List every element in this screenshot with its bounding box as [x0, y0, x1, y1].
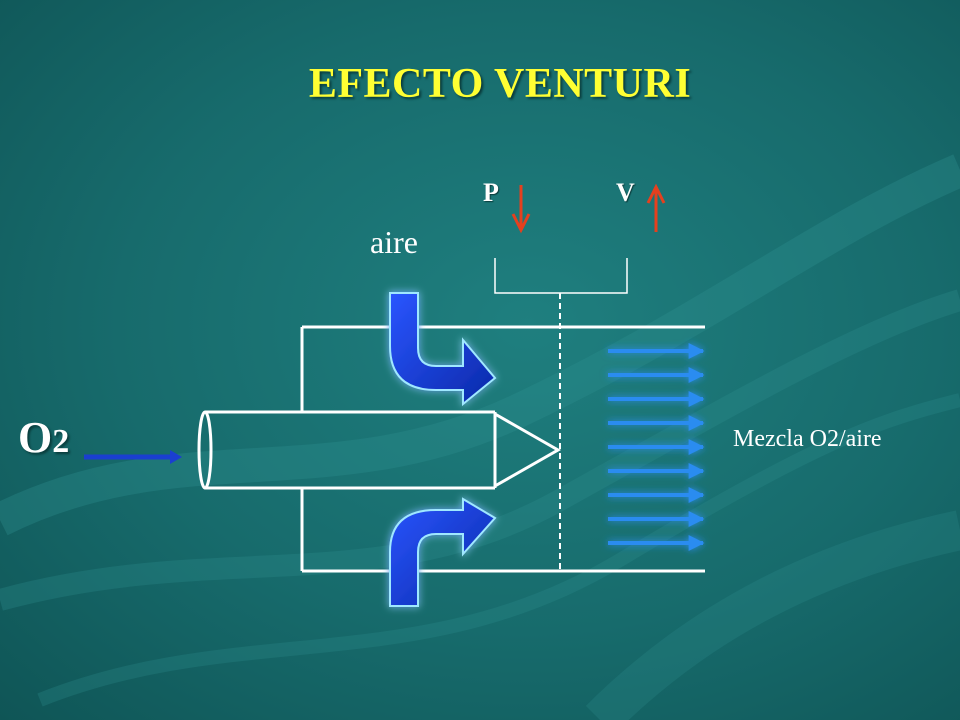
velocity-up-arrow-icon — [646, 183, 666, 232]
constriction-bracket — [494, 258, 628, 294]
velocity-label: V — [616, 178, 635, 207]
air-label: aire — [370, 224, 418, 260]
pressure-down-arrow-icon — [511, 185, 531, 234]
air-inlet-bottom-curved-arrow-icon — [389, 497, 497, 607]
oxygen-injector-tube — [197, 410, 562, 490]
air-inlet-top-curved-arrow-icon — [389, 292, 497, 407]
oxygen-inflow-arrow-icon — [84, 450, 182, 464]
pressure-label: P — [483, 178, 499, 207]
slide-title: EFECTO VENTURI — [308, 61, 692, 107]
mixture-label: Mezcla O2/aire — [733, 426, 882, 452]
oxygen-label-sub: 2 — [52, 423, 70, 460]
mixture-flow-arrows — [608, 343, 705, 551]
oxygen-label: O2 — [18, 412, 69, 463]
chamber-outline — [300, 325, 705, 573]
oxygen-label-main: O — [18, 413, 53, 462]
